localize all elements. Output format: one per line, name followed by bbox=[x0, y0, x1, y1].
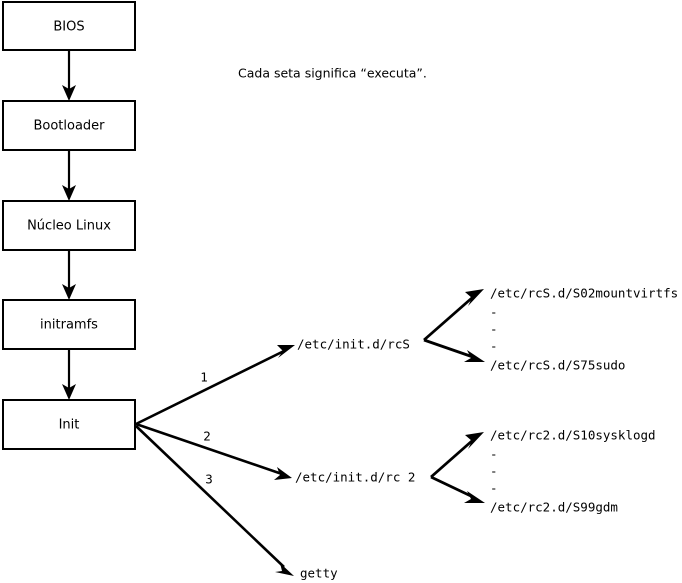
rcs-ellipsis-3: - bbox=[490, 339, 498, 354]
node-init-label: Init bbox=[59, 418, 80, 433]
node-initramfs: initramfs bbox=[2, 299, 136, 350]
branch-3-target-label: getty bbox=[300, 566, 338, 581]
node-initramfs-label: initramfs bbox=[40, 318, 98, 333]
node-bootloader-box bbox=[2, 100, 136, 151]
rc2-ellipsis-1: - bbox=[490, 447, 498, 462]
diagram-caption: Cada seta significa “executa”. bbox=[238, 66, 427, 81]
node-init: Init bbox=[2, 399, 136, 450]
branch-1-target-label: /etc/init.d/rcS bbox=[297, 337, 410, 352]
fan-rc2-scripts bbox=[430, 432, 485, 503]
arrow-initramfs-to-init bbox=[62, 349, 76, 400]
node-kernel-label: Núcleo Linux bbox=[27, 219, 111, 234]
node-bios-label: BIOS bbox=[53, 20, 84, 35]
arrow-bootloader-to-kernel bbox=[62, 150, 76, 201]
rc2-first-script: /etc/rc2.d/S10sysklogd bbox=[490, 428, 656, 443]
branch-2-number: 2 bbox=[203, 429, 211, 444]
rcs-ellipsis-2: - bbox=[490, 322, 498, 337]
node-initramfs-box bbox=[2, 299, 136, 350]
arrow-bios-to-bootloader bbox=[62, 50, 76, 101]
rcs-last-script: /etc/rcS.d/S75sudo bbox=[490, 358, 625, 373]
node-kernel: Núcleo Linux bbox=[2, 200, 136, 251]
arrow-kernel-to-initramfs bbox=[62, 250, 76, 300]
arrow-init-branch-1 bbox=[135, 345, 295, 426]
rcs-ellipsis-1: - bbox=[490, 305, 498, 320]
rc2-last-script: /etc/rc2.d/S99gdm bbox=[490, 500, 618, 515]
fan-rcs-scripts bbox=[423, 289, 485, 362]
branch-2-target-label: /etc/init.d/rc 2 bbox=[295, 470, 415, 485]
rc2-ellipsis-2: - bbox=[490, 464, 498, 479]
branch-3-number: 3 bbox=[205, 472, 213, 487]
node-bios: BIOS bbox=[2, 1, 136, 51]
rcs-first-script: /etc/rcS.d/S02mountvirtfs bbox=[490, 286, 678, 301]
rc2-ellipsis-3: - bbox=[490, 481, 498, 496]
arrow-init-branch-2 bbox=[135, 422, 292, 480]
node-bootloader-label: Bootloader bbox=[33, 119, 105, 134]
arrow-init-branch-3 bbox=[135, 425, 294, 576]
node-init-box bbox=[2, 399, 136, 450]
node-bios-box bbox=[2, 1, 136, 51]
branch-1-number: 1 bbox=[200, 370, 208, 385]
node-bootloader: Bootloader bbox=[2, 100, 136, 151]
